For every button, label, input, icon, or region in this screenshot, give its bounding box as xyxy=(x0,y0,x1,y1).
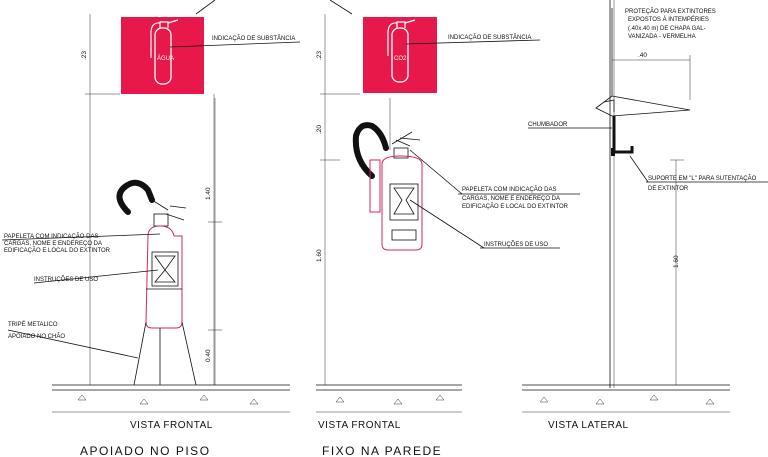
protection-cover xyxy=(595,95,691,117)
leader-substancia xyxy=(405,39,541,45)
floor xyxy=(522,384,730,413)
extinguisher-parede xyxy=(352,122,423,251)
leader-substancia xyxy=(169,41,301,48)
view-label: VISTA LATERAL xyxy=(548,420,629,431)
dim-sign: .23 xyxy=(316,51,323,60)
extinguisher-icon xyxy=(387,19,416,83)
dim-mid: 1.40 xyxy=(205,187,212,200)
dim-sign: .23 xyxy=(81,51,88,60)
view-label: VISTA FRONTAL xyxy=(318,420,401,431)
floor xyxy=(316,384,462,413)
label-instrucoes: INSTRUÇÕES DE USO xyxy=(34,276,98,283)
label-substancia: INDICAÇÃO DE SUBSTÂNCIA xyxy=(212,35,295,42)
label-papeleta-1: PAPELETA COM INDICAÇÃO DAS xyxy=(4,233,98,240)
label-protecao-1: PROTEÇÃO PARA EXTINTORES xyxy=(625,8,716,15)
label-protecao-2: EXPOSTOS Á INTEMPÉRIES xyxy=(628,16,709,23)
sign-text: CO2 xyxy=(394,56,407,62)
label-chumbador: CHUMBADOR xyxy=(528,122,568,128)
dim-gap: .20 xyxy=(316,125,323,134)
label-instrucoes: INSTRUÇÕES DE USO xyxy=(484,241,548,248)
caption: APOIADO NO PISO xyxy=(80,444,211,457)
label-papeleta-2: CARGAS, NOME E ENDEREÇO DA xyxy=(4,241,102,247)
leader xyxy=(195,0,216,15)
extinguisher-icon xyxy=(150,19,179,85)
label-papeleta-3: EDIFICAÇÃO E LOCAL DO EXTINTOR xyxy=(462,203,569,210)
leader-instrucoes xyxy=(33,269,159,284)
label-tripe-2: APOIADO NO CHÃO xyxy=(8,333,65,340)
dim-low: 1.60 xyxy=(673,255,680,268)
dim-width: .40 xyxy=(638,52,647,59)
leader xyxy=(329,0,353,15)
leader-papeleta xyxy=(1,233,161,241)
label-suporte-1: SUPORTE EM "L" PARA SUTENTAÇÃO xyxy=(648,175,757,182)
leader-papeleta xyxy=(409,149,463,195)
label-suporte-2: DE EXTINTOR xyxy=(648,186,689,192)
label-tripe-1: TRIPÉ METALICO xyxy=(8,321,58,328)
caption: FIXO NA PAREDE xyxy=(322,444,442,457)
floor xyxy=(52,384,290,413)
dim-low: 0.40 xyxy=(205,349,212,362)
label-protecao-4: VANIZADA - VERMELHA xyxy=(628,34,696,40)
leader-instrucoes xyxy=(409,199,485,249)
sign-agua xyxy=(121,17,204,94)
leader-suporte xyxy=(629,155,649,183)
panel-apoiado-no-piso: ÁGUA INDICAÇÃO DE SUBSTÂNCIA .23 1.40 0.… xyxy=(1,0,301,457)
view-label: VISTA FRONTAL xyxy=(130,420,213,431)
panel-vista-lateral: .40 PROTEÇÃO PARA EXTINTORES EXPOSTOS Á … xyxy=(522,0,768,431)
label-protecao-3: (.40x.40 m) DE CHAPA GAL- xyxy=(628,26,706,32)
dim-low: 1.60 xyxy=(316,249,323,262)
l-bracket xyxy=(611,116,634,156)
extinguisher-piso xyxy=(116,179,187,329)
sign-text: ÁGUA xyxy=(157,55,174,62)
leader-tripe xyxy=(7,329,139,359)
sign-co2 xyxy=(363,17,437,93)
label-substancia: INDICAÇÃO DE SUBSTÂNCIA xyxy=(448,34,531,41)
panel-fixo-na-parede: CO2 INDICAÇÃO DE SUBSTÂNCIA .23 .20 1.60… xyxy=(316,0,580,457)
label-papeleta-2: CARGAS, NOME E ENDEREÇO DA xyxy=(462,196,560,202)
tripod xyxy=(133,321,197,386)
label-papeleta-3: EDIFICAÇÃO E LOCAL DO EXTINTOR xyxy=(4,247,111,254)
label-papeleta-1: PAPELETA COM INDICAÇÃO DAS xyxy=(462,186,556,193)
